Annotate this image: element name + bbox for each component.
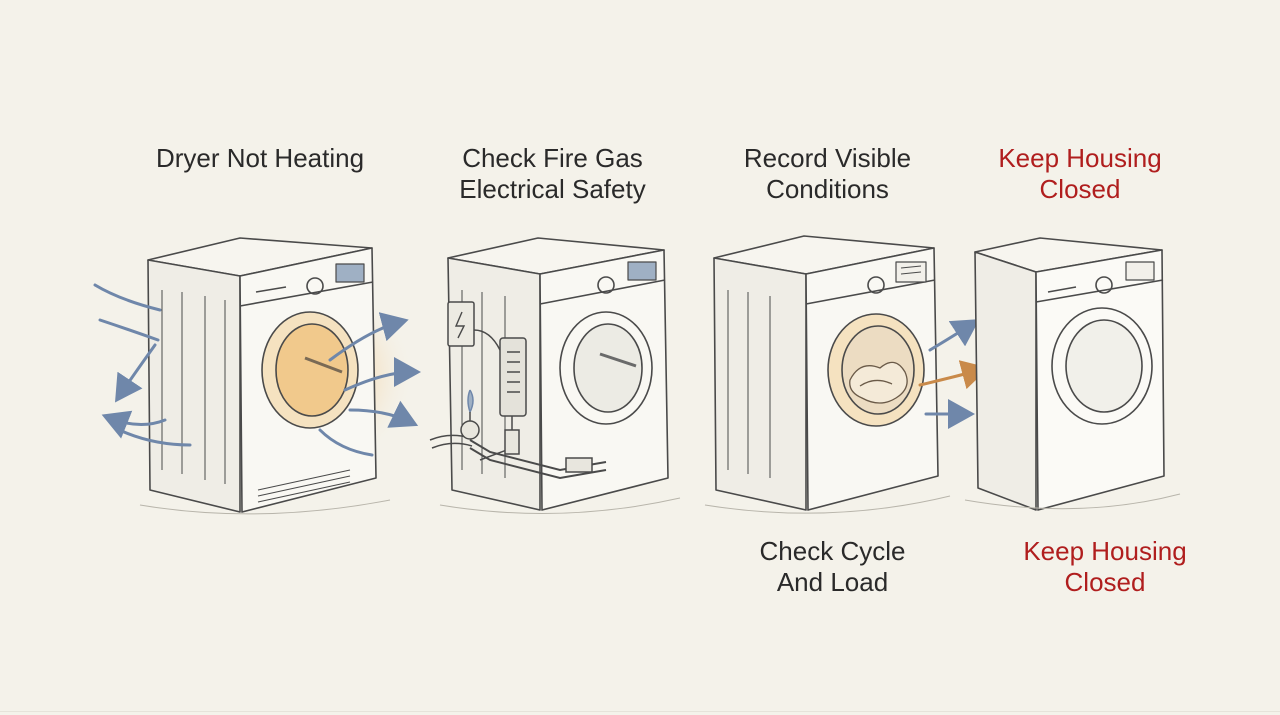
label-check-fire-gas-electrical: Check Fire Gas Electrical Safety xyxy=(425,143,680,205)
airflow-arrow-icon xyxy=(918,360,989,390)
label-check-cycle-and-load: Check Cycle And Load xyxy=(720,536,945,598)
dryer-icon xyxy=(974,237,1165,511)
airflow-arrow-icon xyxy=(924,319,980,429)
label-record-visible-conditions: Record Visible Conditions xyxy=(705,143,950,205)
gas-valve-icon xyxy=(429,389,607,480)
airflow-arrow-icon xyxy=(93,283,421,457)
label-line: Closed xyxy=(1064,567,1146,597)
label-line: Keep Housing xyxy=(998,143,1162,173)
label-line: And Load xyxy=(776,567,889,597)
ground-line xyxy=(139,493,1181,515)
label-line: Closed xyxy=(1039,174,1121,204)
dryer-icon xyxy=(147,237,415,513)
label-line: Dryer Not Heating xyxy=(155,143,365,173)
clothes-load-icon xyxy=(849,361,908,404)
label-line: Conditions xyxy=(766,174,889,204)
label-dryer-not-heating: Dryer Not Heating xyxy=(125,143,395,174)
label-keep-housing-closed-top: Keep Housing Closed xyxy=(965,143,1195,205)
label-line: Check Fire Gas xyxy=(462,143,643,173)
label-line: Check Cycle xyxy=(759,536,906,566)
electrical-box-icon xyxy=(447,301,527,461)
label-keep-housing-closed-bottom: Keep Housing Closed xyxy=(990,536,1220,598)
label-line: Electrical Safety xyxy=(459,174,646,204)
label-line: Record Visible xyxy=(743,143,912,173)
label-line: Keep Housing xyxy=(1023,536,1187,566)
dryer-icon xyxy=(713,235,939,511)
